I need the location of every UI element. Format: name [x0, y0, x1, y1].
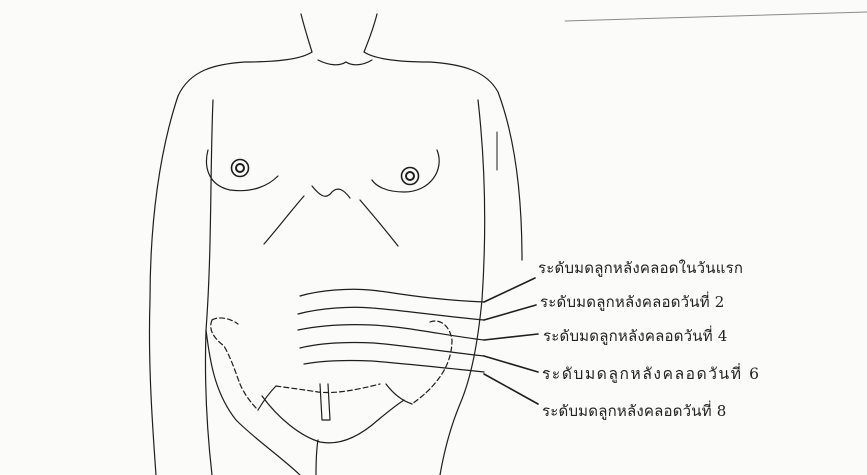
inner-thigh	[316, 440, 318, 475]
pelvis-left-top	[212, 318, 238, 324]
left-costal-margin	[264, 196, 304, 244]
sternal-notch	[318, 60, 346, 65]
top-rule	[565, 12, 867, 21]
left-nipple-outer	[232, 160, 249, 177]
sternal-notch-right	[346, 60, 372, 65]
label-fundus-day-first: ระดับมดลูกหลังคลอดในวันแรก	[538, 256, 743, 280]
neck-left	[301, 14, 312, 52]
left-shoulder	[178, 52, 312, 96]
pubic-symphysis	[320, 384, 330, 420]
pelvis-left-dashed	[211, 320, 258, 410]
left-torso-side	[206, 330, 300, 475]
leader-day4	[484, 334, 538, 340]
pelvis-right-dashed	[412, 321, 452, 404]
leader-day6	[484, 356, 538, 372]
right-arm-inner	[478, 100, 485, 300]
fundus-level-day2	[298, 307, 484, 320]
label-fundus-day-2: ระดับมดลูกหลังคลอดวันที่ 2	[540, 290, 725, 314]
leader-day8	[484, 374, 538, 404]
groin-curve	[262, 396, 404, 443]
neck-right	[364, 14, 377, 52]
right-nipple-inner	[406, 172, 414, 180]
right-shoulder	[364, 52, 498, 92]
label-fundus-day-8: ระดับมดลูกหลังคลอดวันที่ 8	[542, 399, 727, 423]
pelvis-right-inner	[386, 384, 412, 404]
label-fundus-day-6: ระดับมดลูกหลังคลอดวันที่ 6	[542, 361, 761, 386]
right-costal-margin	[360, 200, 398, 246]
fundus-level-day6	[300, 343, 484, 356]
pelvis-left-inner	[258, 386, 276, 410]
xiphoid	[312, 186, 350, 198]
fundus-level-day4	[298, 325, 484, 340]
fundus-level-day8	[304, 360, 484, 372]
right-arm-outer	[498, 92, 522, 260]
fundus-level-day1	[300, 289, 484, 302]
left-arm-outer	[149, 96, 178, 475]
label-fundus-day-4: ระดับมดลูกหลังคลอดวันที่ 4	[543, 324, 728, 348]
right-nipple-outer	[402, 168, 419, 185]
left-nipple-inner	[236, 164, 244, 172]
right-breast	[372, 150, 439, 192]
leader-day2	[484, 305, 536, 320]
leader-day1	[484, 278, 535, 302]
